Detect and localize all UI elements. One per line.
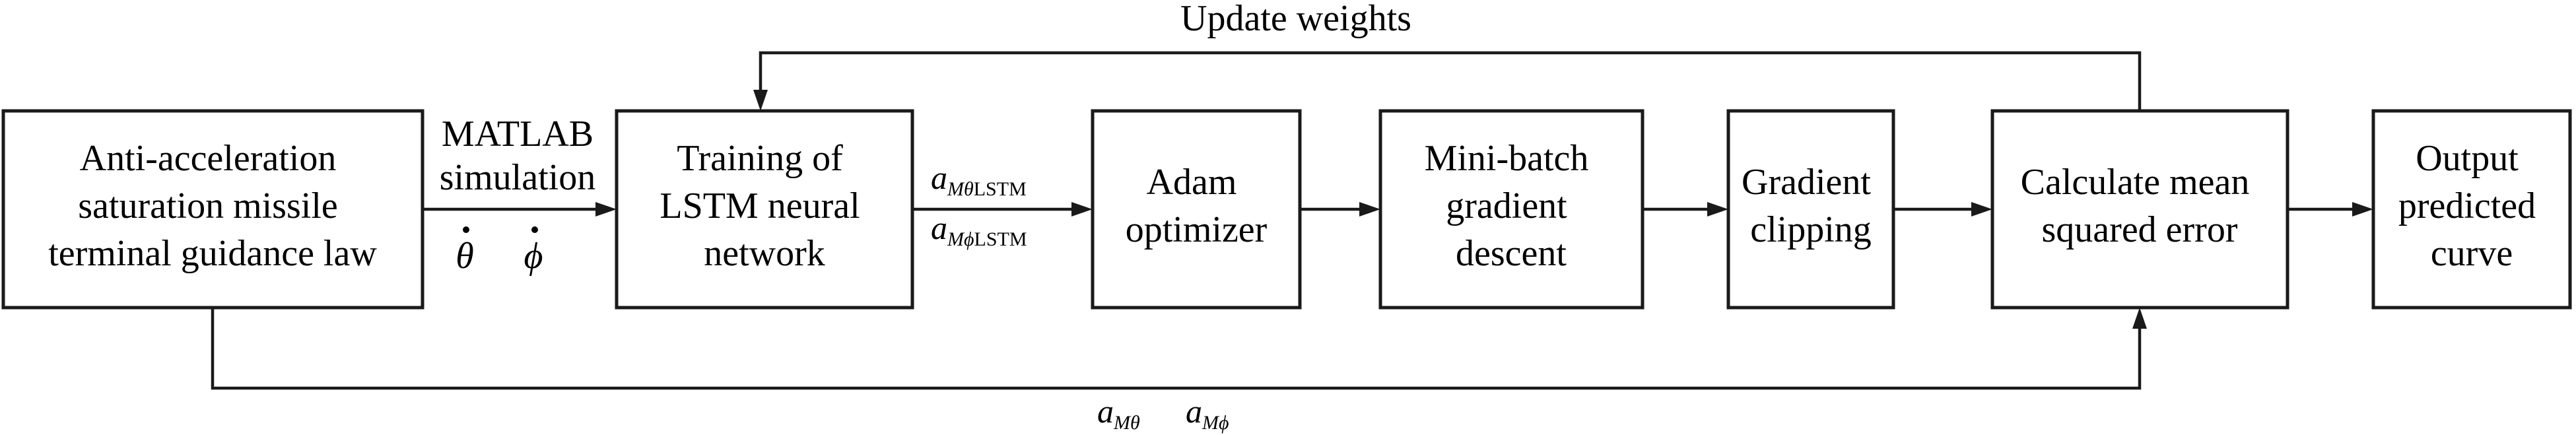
- box-mse: [1990, 109, 2289, 310]
- box-adam-optimizer-label: Adam optimizer: [1126, 162, 1268, 250]
- phi-symbol: ϕ: [524, 236, 543, 277]
- theta-dot: [463, 226, 469, 233]
- arrow-lstm-to-adam: [912, 202, 1093, 217]
- box-guidance-law: [1, 109, 424, 310]
- arrow-guidance-to-lstm: [423, 202, 617, 217]
- box-output: [2371, 109, 2572, 310]
- feedback-arrow: [753, 51, 2142, 111]
- theta-symbol: θ: [456, 236, 474, 277]
- box-gradient-clipping: [1726, 109, 1895, 310]
- arrow-clipping-to-mse: [1893, 202, 1992, 217]
- simulation-label: simulation: [440, 157, 595, 198]
- arrow-adam-to-minibatch: [1300, 202, 1380, 217]
- box-minibatch-descent-label: Mini-batch gradient descent: [1425, 138, 1598, 274]
- matlab-label: MATLAB: [442, 114, 593, 154]
- box-lstm-training: [615, 109, 914, 310]
- box-mse-label: Calculate mean squared error: [2021, 162, 2259, 250]
- bottom-arrow: [211, 308, 2147, 390]
- arrow-mse-to-output: [2288, 202, 2373, 217]
- box-adam-optimizer: [1091, 109, 1302, 310]
- phi-dot-var: ϕ: [524, 226, 543, 277]
- a-m-phi-label: aMϕ: [1186, 393, 1229, 434]
- theta-dot-var: θ: [456, 226, 474, 277]
- phi-dot: [531, 226, 538, 233]
- box-gradient-clipping-label: Gradient clipping: [1742, 162, 1880, 250]
- a-m-phi-lstm-label: aMϕLSTM: [931, 209, 1027, 250]
- a-m-theta-lstm-label: aMθLSTM: [931, 159, 1027, 200]
- box-output-label: Output predicted curve: [2398, 138, 2545, 274]
- box-guidance-law-label: Anti-acceleration saturation missile ter…: [48, 138, 377, 274]
- feedback-label: Update weights: [1180, 0, 1411, 39]
- box-minibatch-descent: [1378, 109, 1644, 310]
- box-lstm-training-label: Training of LSTM neural network: [660, 138, 869, 274]
- a-m-theta-label: aMθ: [1097, 393, 1140, 434]
- arrow-minibatch-to-clipping: [1643, 202, 1728, 217]
